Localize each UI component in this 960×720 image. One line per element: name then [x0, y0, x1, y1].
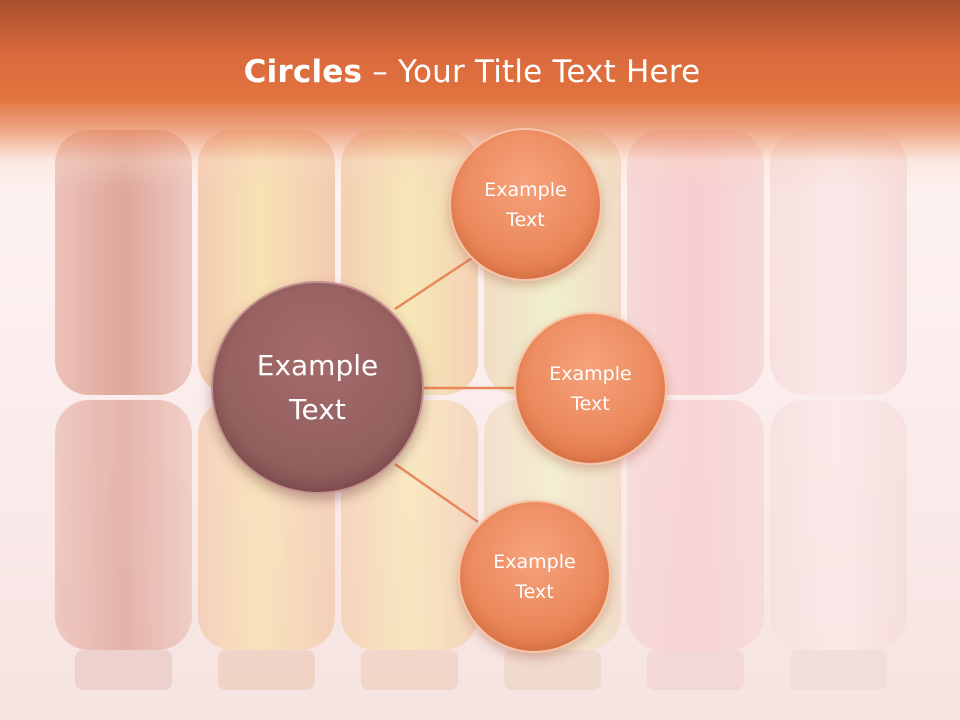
node3-label-line2: Text — [515, 580, 554, 603]
node2-label-line1: Example — [549, 362, 632, 385]
satellite-circle-2[interactable]: Example Text — [514, 312, 667, 465]
connector-line-1 — [394, 254, 476, 311]
satellite-circle-3-label: Example Text — [493, 547, 575, 607]
title-rest: – Your Title Text Here — [362, 54, 701, 90]
node1-label-line2: Text — [506, 208, 545, 231]
satellite-circle-1[interactable]: Example Text — [449, 128, 602, 281]
node2-label-line2: Text — [571, 392, 610, 415]
connector-line-3 — [394, 462, 479, 524]
center-circle[interactable]: Example Text — [211, 281, 424, 494]
satellite-circle-3[interactable]: Example Text — [458, 500, 611, 653]
center-label-line2: Text — [289, 392, 346, 426]
satellite-circle-1-label: Example Text — [484, 175, 566, 235]
center-label-line1: Example — [256, 348, 379, 382]
node1-label-line1: Example — [484, 178, 567, 201]
title-bold-word: Circles — [243, 54, 363, 90]
node3-label-line1: Example — [493, 550, 576, 573]
center-circle-label: Example Text — [257, 344, 378, 432]
slide-title[interactable]: Circles – Your Title Text Here — [0, 54, 944, 90]
satellite-circle-2-label: Example Text — [549, 359, 631, 419]
